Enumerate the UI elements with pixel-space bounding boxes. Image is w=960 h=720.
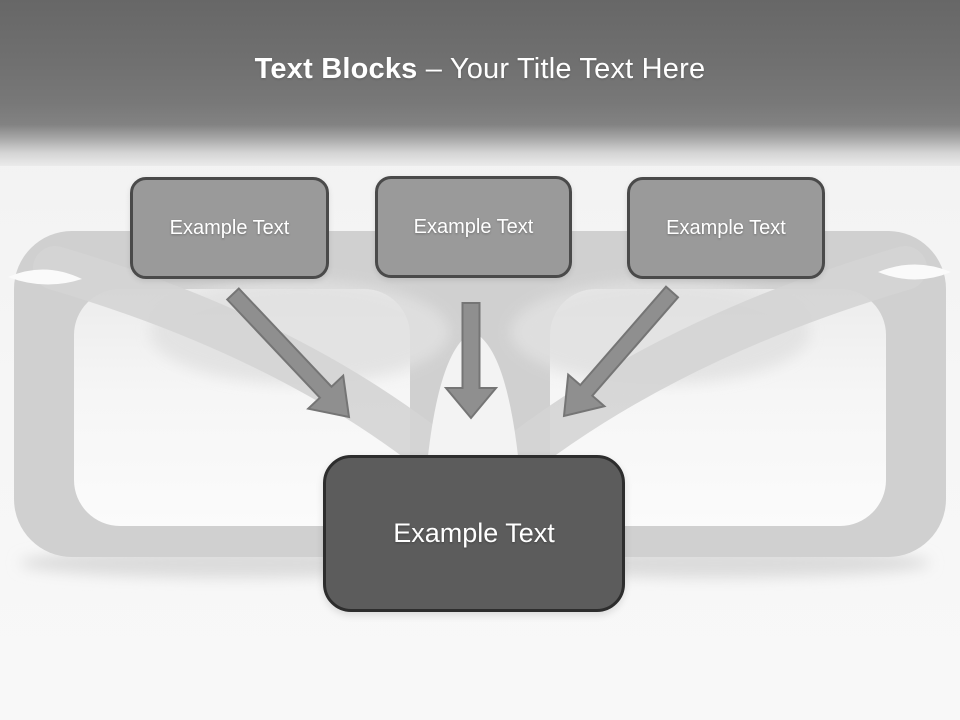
text-block-center-label: Example Text [393, 518, 555, 548]
glasses-temple-arm [478, 246, 927, 492]
slide-title-band: Text Blocks – Your Title Text Here [0, 0, 960, 166]
text-block-3[interactable]: Example Text [627, 177, 825, 279]
title-bold-segment: Text Blocks [254, 53, 418, 85]
glasses-temple-arm [33, 246, 477, 492]
text-block-3-label: Example Text [666, 216, 786, 239]
text-block-2-label: Example Text [413, 215, 534, 238]
arrow-down-left-icon [562, 285, 680, 418]
text-block-1[interactable]: Example Text [130, 177, 329, 279]
text-block-2[interactable]: Example Text [375, 176, 572, 278]
arrow-down-icon [443, 302, 499, 420]
page-title[interactable]: Text Blocks – Your Title Text Here [0, 49, 960, 89]
arrow-down-right-icon [225, 287, 351, 419]
text-block-1-label: Example Text [169, 216, 290, 239]
title-regular-segment: – Your Title Text Here [425, 53, 706, 85]
hinge-glint [878, 264, 951, 280]
text-block-center[interactable]: Example Text [323, 455, 625, 612]
hinge-glint [8, 269, 82, 285]
